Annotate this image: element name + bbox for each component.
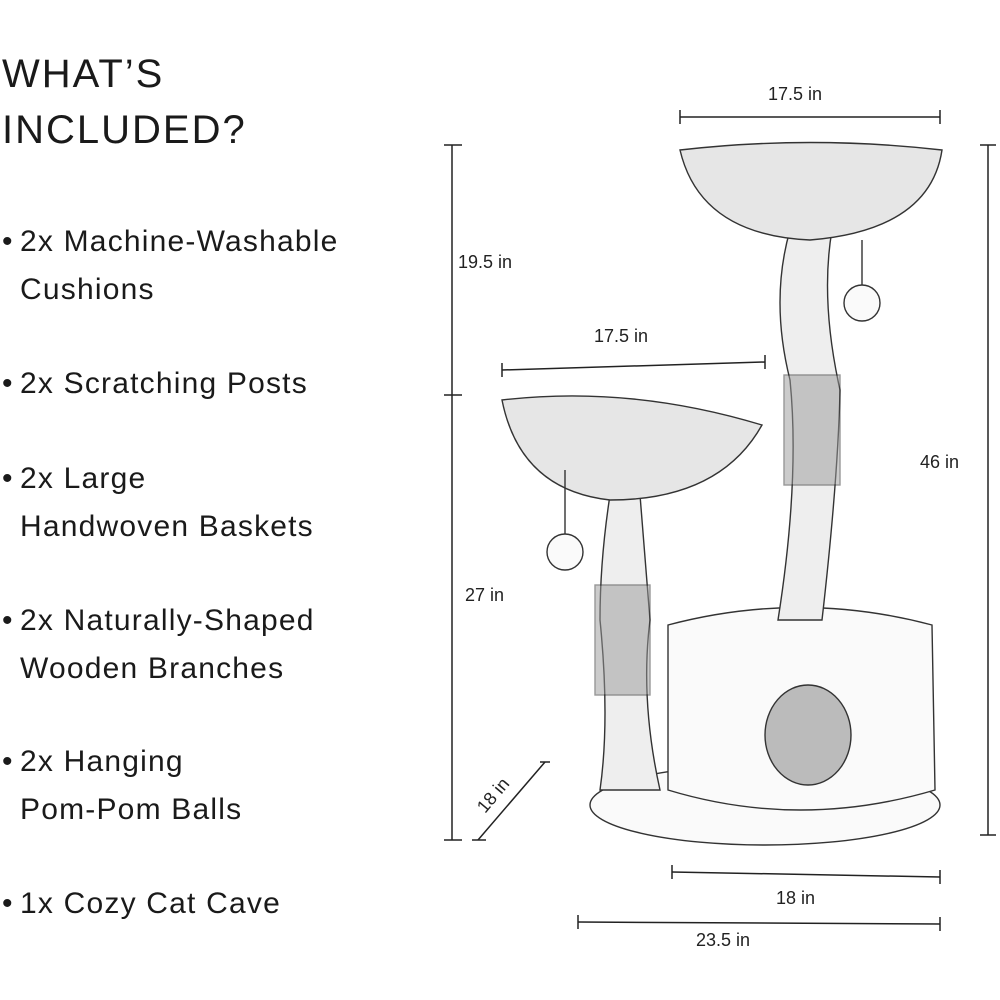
bullet-icon: • [2,225,14,258]
page-title: WHAT’S INCLUDED? [2,46,247,158]
bullet-icon: • [2,462,14,495]
dimension-label: 19.5 in [458,252,513,272]
dimension-label: 17.5 in [594,326,649,346]
dimension-label: 46 in [920,452,960,472]
pom-pom-icon [843,284,881,322]
pom-pom-icon [546,533,584,571]
dimension-label: 27 in [465,585,505,605]
title-line-1: WHAT’S [2,52,165,96]
title-line-2: INCLUDED? [2,108,247,152]
item-text-cont: Cushions [20,273,155,306]
list-item: • 2x Naturally-Shaped Wooden Branches [0,597,315,693]
lower-basket-icon [501,395,764,501]
list-item: • 2x Machine-Washable Cushions [0,218,339,314]
bullet-icon: • [2,887,14,920]
list-item: • 2x Large Handwoven Baskets [0,455,314,551]
item-text: 2x Naturally-Shaped [20,604,315,637]
item-text: 2x Scratching Posts [20,367,308,400]
item-text: 2x Hanging [20,745,184,778]
bullet-icon: • [2,745,14,778]
bullet-icon: • [2,604,14,637]
top-basket-icon [679,141,943,241]
item-text: 1x Cozy Cat Cave [20,887,281,920]
item-text-cont: Handwoven Baskets [20,510,314,543]
list-item: • 2x Hanging Pom-Pom Balls [0,738,242,834]
bullet-icon: • [2,367,14,400]
dimension-label: 23.5 in [696,930,751,950]
item-text: 2x Large [20,462,147,495]
dimension-label: 17.5 in [768,84,823,104]
item-text-cont: Pom-Pom Balls [20,793,243,826]
item-text-cont: Wooden Branches [20,652,285,685]
dimension-label: 18 in [776,888,816,908]
list-item: • 2x Scratching Posts [0,360,308,408]
list-item: • 1x Cozy Cat Cave [0,880,281,928]
item-text: 2x Machine-Washable [20,225,339,258]
